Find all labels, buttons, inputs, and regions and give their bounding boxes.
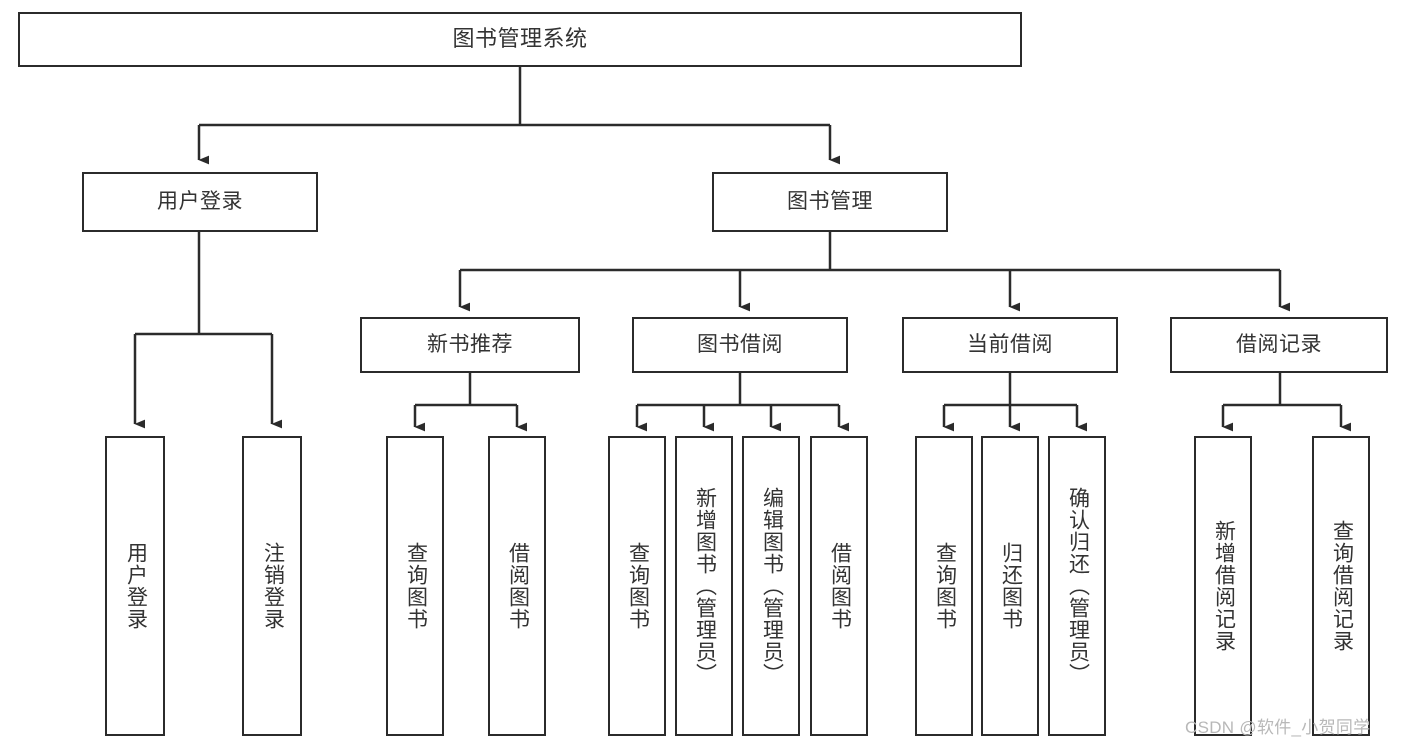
node-book-management[interactable]: 图书管理 — [712, 172, 948, 232]
node-new-book-recommend[interactable]: 新书推荐 — [360, 317, 580, 373]
node-root-book-management-system[interactable]: 图书管理系统 — [18, 12, 1022, 67]
node-label: 用户登录 — [157, 190, 243, 214]
node-label: 新增图书（管理员） — [693, 487, 717, 685]
node-user-login[interactable]: 用户登录 — [82, 172, 318, 232]
node-label: 查询图书 — [933, 542, 957, 630]
node-label: 查询图书 — [626, 542, 650, 630]
node-borrow-record[interactable]: 借阅记录 — [1170, 317, 1388, 373]
node-label: 借阅图书 — [828, 542, 852, 630]
node-label: 图书借阅 — [697, 333, 783, 357]
node-label: 新增借阅记录 — [1212, 520, 1236, 652]
node-label: 图书管理系统 — [452, 26, 588, 52]
node-leaf-query-book-recommend[interactable]: 查询图书 — [386, 436, 444, 736]
node-leaf-query-book-current[interactable]: 查询图书 — [915, 436, 973, 736]
node-book-borrow[interactable]: 图书借阅 — [632, 317, 848, 373]
node-leaf-logout-login[interactable]: 注销登录 — [242, 436, 302, 736]
node-current-borrow[interactable]: 当前借阅 — [902, 317, 1118, 373]
node-label: 查询图书 — [404, 542, 428, 630]
node-leaf-borrow-book-recommend[interactable]: 借阅图书 — [488, 436, 546, 736]
node-leaf-confirm-return-admin[interactable]: 确认归还（管理员） — [1048, 436, 1106, 736]
node-leaf-return-book[interactable]: 归还图书 — [981, 436, 1039, 736]
watermark-text: CSDN @软件_小贺同学 — [1185, 718, 1371, 737]
node-leaf-user-login[interactable]: 用户登录 — [105, 436, 165, 736]
node-label: 借阅记录 — [1236, 333, 1322, 357]
node-label: 当前借阅 — [967, 333, 1053, 357]
node-label: 查询借阅记录 — [1330, 520, 1354, 652]
node-label: 图书管理 — [787, 190, 873, 214]
node-leaf-add-book-admin[interactable]: 新增图书（管理员） — [675, 436, 733, 736]
node-label: 注销登录 — [261, 542, 285, 630]
node-label: 借阅图书 — [506, 542, 530, 630]
node-label: 用户登录 — [124, 542, 148, 630]
node-leaf-edit-book-admin[interactable]: 编辑图书（管理员） — [742, 436, 800, 736]
node-leaf-borrow-book[interactable]: 借阅图书 — [810, 436, 868, 736]
node-leaf-add-borrow-record[interactable]: 新增借阅记录 — [1194, 436, 1252, 736]
node-label: 编辑图书（管理员） — [760, 487, 784, 685]
node-label: 确认归还（管理员） — [1066, 487, 1090, 685]
node-label: 新书推荐 — [427, 333, 513, 357]
node-leaf-query-book-borrow[interactable]: 查询图书 — [608, 436, 666, 736]
node-label: 归还图书 — [999, 542, 1023, 630]
node-leaf-query-borrow-record[interactable]: 查询借阅记录 — [1312, 436, 1370, 736]
